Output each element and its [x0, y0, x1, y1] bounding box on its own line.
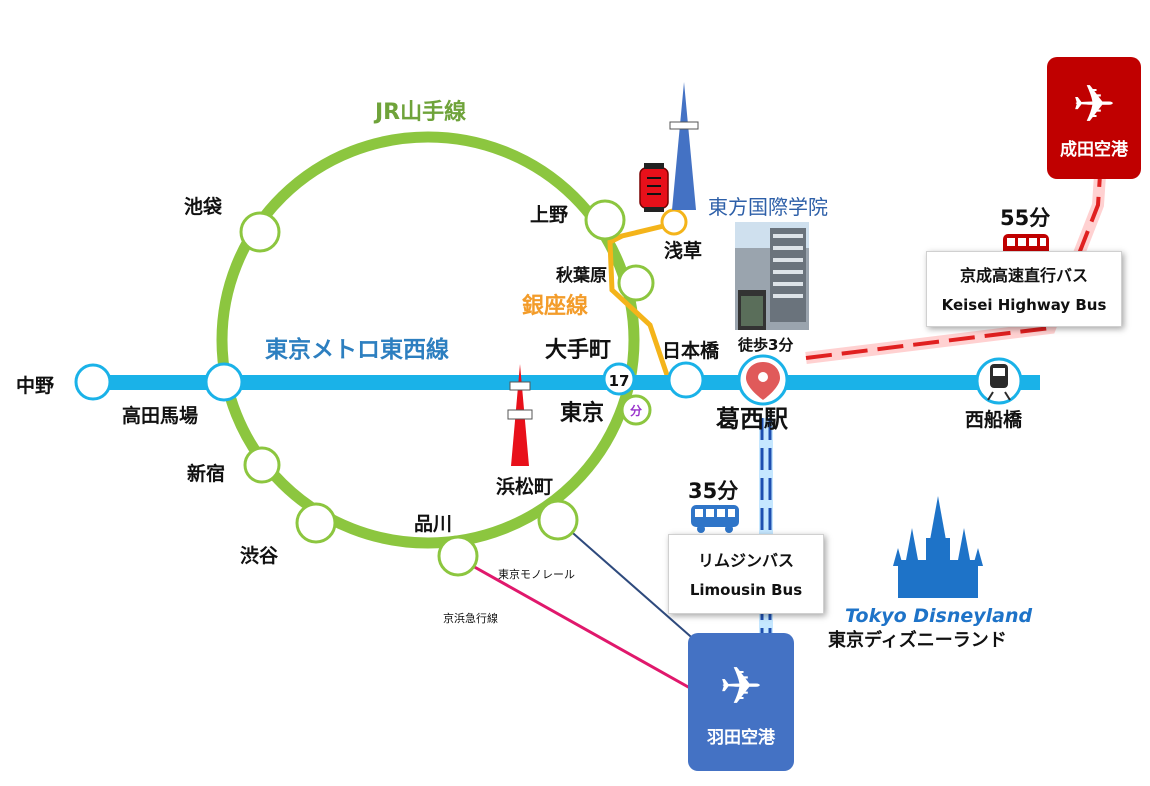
keikyu-line [461, 558, 691, 690]
monorail-line [557, 519, 707, 651]
station-label-nihonbashi: 日本橋 [662, 339, 720, 362]
yamanote-line [216, 131, 640, 549]
station-label-shibuya: 渋谷 [240, 544, 279, 567]
station-shibuya[interactable] [295, 502, 337, 544]
disney-label: 東京ディズニーランド [828, 629, 1007, 651]
kaminarimon-lantern-icon [639, 163, 669, 212]
narita-airport-label: 成田空港 [1060, 140, 1128, 160]
keisei-bus-name-en: Keisei Highway Bus [941, 296, 1107, 314]
keisei-bus-info: 京成高速直行バス Keisei Highway Bus [926, 251, 1122, 327]
airplane-icon: ✈ [1072, 75, 1116, 135]
limousine-bus-name-en: Limousin Bus [689, 581, 803, 599]
station-shinjuku[interactable] [243, 446, 281, 484]
station-takadanobaba[interactable] [204, 362, 244, 402]
castle-icon [893, 496, 983, 598]
station-label-ueno: 上野 [530, 204, 568, 226]
keisei-bus-name-jp: 京成高速直行バス [959, 266, 1088, 285]
line-label-monorail: 東京モノレール [498, 567, 575, 581]
station-tokyo[interactable] [620, 394, 652, 426]
school-name: 東方国際学院 [708, 195, 828, 219]
station-label-nishifunabashi: 西船橋 [965, 408, 1023, 431]
station-label-hamamatsucho: 浜松町 [496, 475, 553, 498]
station-akihabara[interactable] [617, 264, 655, 302]
station-nihonbashi[interactable] [667, 361, 705, 399]
station-label-otemachi: 大手町 [545, 338, 611, 363]
station-label-asakusa: 浅草 [664, 239, 702, 262]
bus-icon [691, 505, 739, 533]
station-label-ikebukuro: 池袋 [184, 195, 223, 218]
tokyo-tower-icon [507, 364, 533, 466]
airplane-icon: ✈ [719, 657, 763, 717]
ginza-line [607, 221, 673, 379]
station-shinagawa[interactable] [437, 535, 479, 577]
school-walk-time: 徒歩3分 [737, 336, 793, 354]
limousine-bus-time: 35分 [688, 479, 738, 503]
station-label-tokyo: 東京 [560, 400, 604, 426]
station-label-akihabara: 秋葉原 [556, 265, 607, 286]
transfer-minutes: 17 [609, 372, 630, 390]
station-label-shinagawa: 品川 [414, 513, 452, 535]
station-hamamatsucho[interactable] [537, 499, 579, 541]
line-label-ginza: 銀座線 [522, 293, 588, 319]
line-label-tozai: 東京メトロ東西線 [265, 336, 449, 363]
location-pin-icon [746, 362, 780, 400]
haneda-airport[interactable]: ✈ 羽田空港 [688, 633, 794, 771]
station-otemachi[interactable] [602, 362, 636, 396]
haneda-airport-label: 羽田空港 [707, 728, 775, 748]
skytree-tower-icon [669, 82, 699, 210]
disney-logo: Tokyo Disneyland [845, 605, 1033, 627]
station-label-kasai: 葛西駅 [716, 405, 788, 433]
station-ikebukuro[interactable] [239, 211, 281, 253]
tozai-line [80, 375, 1040, 390]
train-icon [987, 364, 1011, 401]
station-label-takadanobaba: 高田馬場 [122, 404, 198, 427]
school-building-image [735, 222, 809, 330]
transfer-unit: 分 [630, 403, 642, 418]
station-label-shinjuku: 新宿 [187, 462, 225, 485]
limousine-bus-info: リムジンバス Limousin Bus [668, 534, 824, 614]
keisei-bus-time: 55分 [1000, 206, 1050, 230]
line-label-yamanote: JR山手線 [373, 99, 466, 125]
station-label-nakano: 中野 [16, 374, 54, 397]
station-ueno[interactable] [584, 199, 626, 241]
station-nakano[interactable] [74, 363, 112, 401]
line-label-keikyu: 京浜急行線 [443, 611, 498, 625]
narita-airport[interactable]: ✈ 成田空港 [1047, 57, 1141, 179]
station-asakusa[interactable] [660, 208, 688, 236]
limousine-bus-name-jp: リムジンバス [697, 551, 794, 570]
